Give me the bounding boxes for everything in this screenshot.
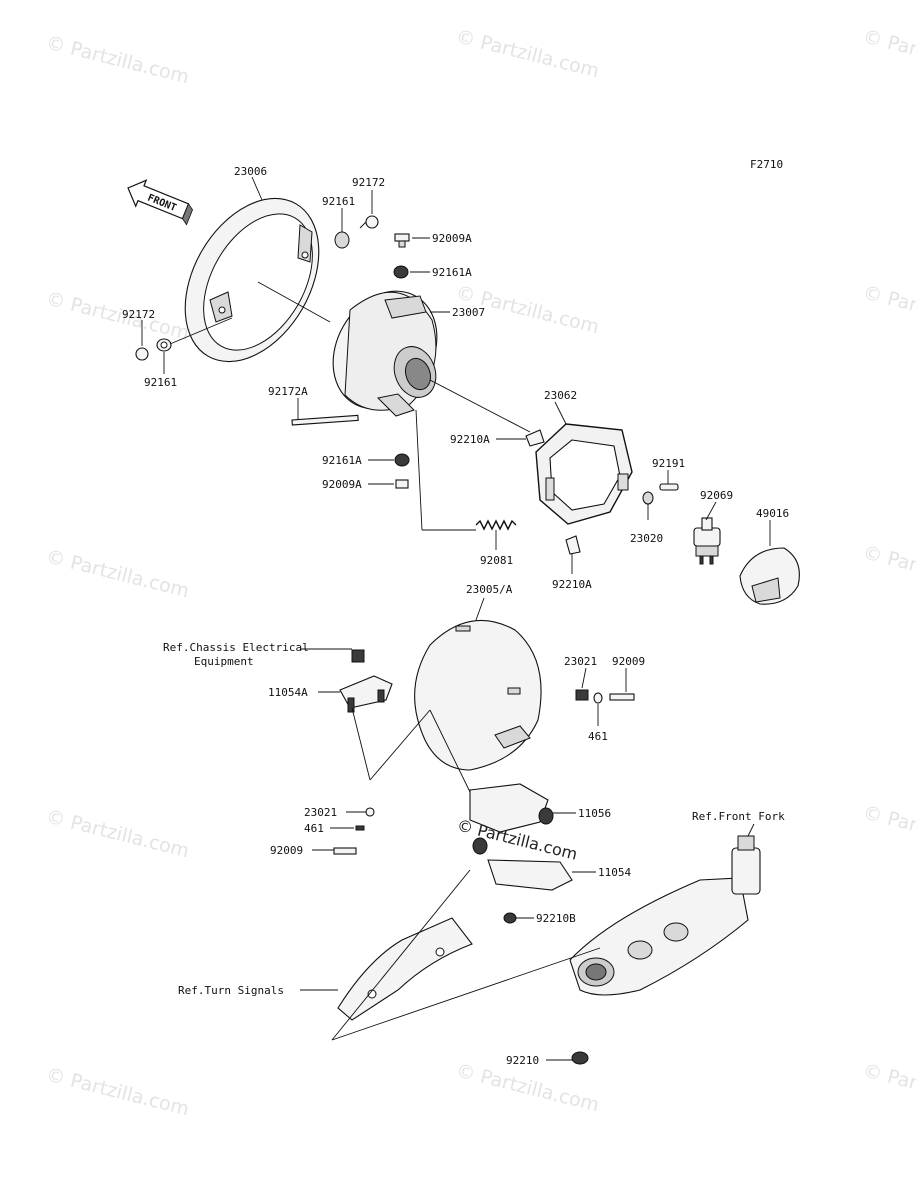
watermark: © Partzilla.com xyxy=(44,546,192,603)
callout-92172: 92172 xyxy=(122,308,155,321)
callout-92161: 92161 xyxy=(322,195,355,208)
callout-92210B: 92210B xyxy=(536,912,576,925)
callout-92172A: 92172A xyxy=(268,385,308,398)
callout-23021: 23021 xyxy=(304,806,337,819)
watermark: © Partzilla.com xyxy=(861,282,916,339)
left-fasteners xyxy=(333,807,375,855)
watermark: © Partzilla.com xyxy=(861,26,916,83)
callout-92172: 92172 xyxy=(352,176,385,189)
ref-chassis-electrical-line1: Ref.Chassis Electrical xyxy=(163,641,309,654)
front-arrow-icon: FRONT xyxy=(127,179,193,226)
callout-23005A: 23005/A xyxy=(466,583,513,596)
figure-code: F2710 xyxy=(750,158,783,171)
callout-labels: 23006 92172 92161 92009A 92161A 23007 92… xyxy=(122,165,789,1067)
callout-11054: 11054 xyxy=(598,866,631,879)
callout-49016: 49016 xyxy=(756,507,789,520)
callout-92210A: 92210A xyxy=(552,578,592,591)
callout-92161A: 92161A xyxy=(432,266,472,279)
ref-front-fork: Ref.Front Fork xyxy=(692,810,785,823)
callout-92081: 92081 xyxy=(480,554,513,567)
headlight-cover-23005A xyxy=(414,619,542,771)
callout-92009A: 92009A xyxy=(432,232,472,245)
watermark: © Partzilla.com xyxy=(44,288,192,345)
watermark: © Partzilla.com xyxy=(861,1060,916,1117)
callout-11054A: 11054A xyxy=(268,686,308,699)
callout-92191: 92191 xyxy=(652,457,685,470)
callout-23006: 23006 xyxy=(234,165,267,178)
ref-chassis-electrical-line2: Equipment xyxy=(194,655,254,668)
leader-lines xyxy=(141,176,771,1061)
callout-92161: 92161 xyxy=(144,376,177,389)
callout-23007: 23007 xyxy=(452,306,485,319)
callout-92210A: 92210A xyxy=(450,433,490,446)
callout-92009: 92009 xyxy=(270,844,303,857)
callout-23021: 23021 xyxy=(564,655,597,668)
callout-92161A: 92161A xyxy=(322,454,362,467)
callout-461: 461 xyxy=(304,822,324,835)
watermark: © Partzilla.com xyxy=(861,802,916,859)
watermark: © Partzilla.com xyxy=(454,26,602,83)
bracket-11054A xyxy=(339,649,393,713)
front-fork-bracket xyxy=(569,835,761,1065)
turn-signal-bracket xyxy=(337,917,473,1021)
callout-92009: 92009 xyxy=(612,655,645,668)
right-fasteners xyxy=(575,689,635,704)
callout-92069: 92069 xyxy=(700,489,733,502)
watermark: © Partzilla.com xyxy=(44,806,192,863)
mounting-frame-23062 xyxy=(535,423,633,525)
callout-92009A: 92009A xyxy=(322,478,362,491)
bracket-11056 xyxy=(469,783,554,855)
watermark: © Partzilla.com xyxy=(44,32,192,89)
callout-11056: 11056 xyxy=(578,807,611,820)
callout-461: 461 xyxy=(588,730,608,743)
watermark: © Partzilla.com xyxy=(454,1060,602,1117)
watermark: © Partzilla.com xyxy=(44,1064,192,1121)
small-fasteners xyxy=(135,215,800,605)
headlight-housing-23007 xyxy=(332,290,438,417)
ref-turn-signals: Ref.Turn Signals xyxy=(178,984,284,997)
callout-92210: 92210 xyxy=(506,1054,539,1067)
callout-23062: 23062 xyxy=(544,389,577,402)
callout-23020: 23020 xyxy=(630,532,663,545)
watermark: © Partzilla.com xyxy=(861,542,916,599)
